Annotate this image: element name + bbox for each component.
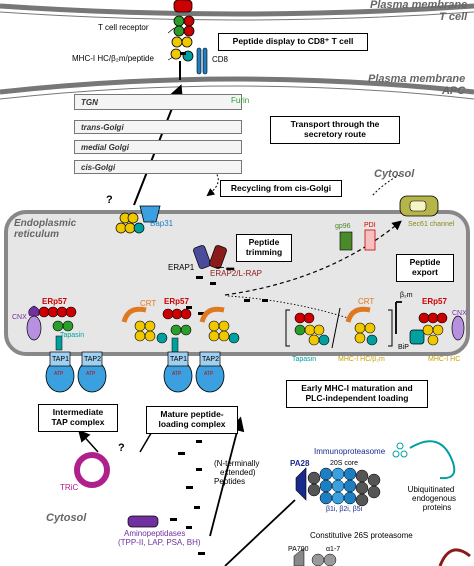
gp96-icon xyxy=(339,231,353,251)
erap2-icon xyxy=(209,245,227,269)
apc-membrane xyxy=(0,76,474,100)
tcr-label: T cell receptor xyxy=(98,23,149,32)
peptide-display-box: Peptide display to CD8⁺ T cell xyxy=(218,33,368,51)
immunoproteasome-icon xyxy=(295,467,381,507)
intermediate-plc xyxy=(26,305,107,393)
mhc-hc-b2m-label: MHC-I HC/β₂m xyxy=(338,356,385,363)
tapasin-right-label: Tapasin xyxy=(292,356,317,363)
export-arrow xyxy=(224,220,402,296)
tap1-mid-label: TAP1 xyxy=(170,356,187,363)
constitutive-label: Constitutive 26S proteasome xyxy=(310,531,413,540)
gp96-label: gp96 xyxy=(335,223,351,230)
crt-label: CRT xyxy=(140,299,157,308)
early-maturation xyxy=(285,301,465,349)
alpha-label: α1-7 xyxy=(326,546,341,553)
mature-plc-box: Mature peptide-loading complex xyxy=(146,406,238,434)
proteasome-arrow xyxy=(224,499,296,566)
tcell-membrane xyxy=(0,3,474,21)
tapasin-left-label: Tapasin xyxy=(60,332,85,339)
golgi-medial: medial Golgi xyxy=(74,140,242,154)
erp57-left-label: ERp57 xyxy=(42,297,67,306)
svg-text:— ▬: — ▬ xyxy=(216,263,234,272)
bap31-complex xyxy=(115,205,161,234)
cytosol-bottom-label: Cytosol xyxy=(46,512,87,524)
crt-right-label: CRT xyxy=(358,297,375,306)
pa28-label: PA28 xyxy=(290,459,310,468)
atp-left-label: ATP xyxy=(54,371,64,377)
golgi-tgn: TGN xyxy=(74,94,242,110)
bap31-label: Bap31 xyxy=(150,219,174,228)
tric-icon xyxy=(74,452,110,488)
b2m-label: β₂m xyxy=(400,292,413,299)
erap2-label: ERAP2/L-RAP xyxy=(210,269,263,278)
ubiquitinated-label: Ubiquitinated endogenous proteins xyxy=(407,485,457,512)
golgi-cis: cis-Golgi xyxy=(74,160,242,174)
tcell-membrane-label: Plasma membrane T cell xyxy=(370,0,468,24)
tric-arrow xyxy=(77,429,99,453)
cnx-left-label: CNX xyxy=(12,314,27,321)
erp57-mid-label: ERp57 xyxy=(164,297,189,306)
mature-plc xyxy=(121,306,240,393)
erap1-icon xyxy=(193,245,211,269)
tcr-mhc-complex xyxy=(167,0,208,80)
question-mark-1: ? xyxy=(118,442,125,454)
loading-dotted xyxy=(227,295,349,319)
core-20s-label: 20S core xyxy=(330,460,359,467)
sec61-label: Sec61 channel xyxy=(408,221,455,228)
atp-mid2-label: ATP xyxy=(204,371,214,377)
beta-subunits-label: β1i, β2i, β5i xyxy=(326,506,363,513)
peptides-note-label: (N-terminally extended) Peptides xyxy=(214,459,260,486)
aminopeptidases-label: Aminopeptidases (TPP-II, LAP, PSA, BH) xyxy=(118,529,201,547)
cd8-label: CD8 xyxy=(212,55,229,64)
sec61-channel xyxy=(399,195,439,217)
tric-label: TRiC xyxy=(60,483,79,492)
atp-mid-label: ATP xyxy=(172,371,182,377)
cnx-right-label: CNX xyxy=(452,310,467,317)
immunoproteasome-label: Immunoproteasome xyxy=(314,447,386,456)
pdi-icon xyxy=(364,229,376,251)
question-mark-2: ? xyxy=(106,194,113,206)
er-label: Endoplasmic reticulum xyxy=(14,218,77,240)
tap1-left-label: TAP1 xyxy=(52,356,69,363)
pa700-label: PA700 xyxy=(288,546,309,553)
apc-membrane-label: Plasma membrane APC xyxy=(368,73,466,98)
erp57-right-label: ERp57 xyxy=(422,297,447,306)
ubiquitinated-proteins-icon xyxy=(392,440,456,480)
atp-left2-label: ATP xyxy=(86,371,96,377)
tap2-mid-label: TAP2 xyxy=(202,356,219,363)
aminopeptidases-icon xyxy=(127,515,159,528)
golgi-trans: trans-Golgi xyxy=(74,120,242,134)
peptide-supply-arrow xyxy=(209,416,245,537)
recycling-box: Recycling from cis-Golgi xyxy=(220,180,342,197)
furin-label: Furin xyxy=(231,96,250,105)
erap1-label: ERAP1 xyxy=(168,263,195,272)
er-membrane xyxy=(4,210,470,356)
mhc-complex-label: MHC-I HC/β₂m/peptide xyxy=(72,54,154,63)
constitutive-proteasome-icon xyxy=(293,547,471,566)
cytosol-top-label: Cytosol xyxy=(374,168,415,180)
bip-label: BiP xyxy=(398,344,409,351)
cytosol-arrow xyxy=(371,174,401,197)
pdi-label: PDI xyxy=(364,222,376,229)
mhc-hc-label: MHC-I HC xyxy=(428,356,461,363)
er-peptides xyxy=(186,276,268,315)
tap2-left-label: TAP2 xyxy=(84,356,101,363)
